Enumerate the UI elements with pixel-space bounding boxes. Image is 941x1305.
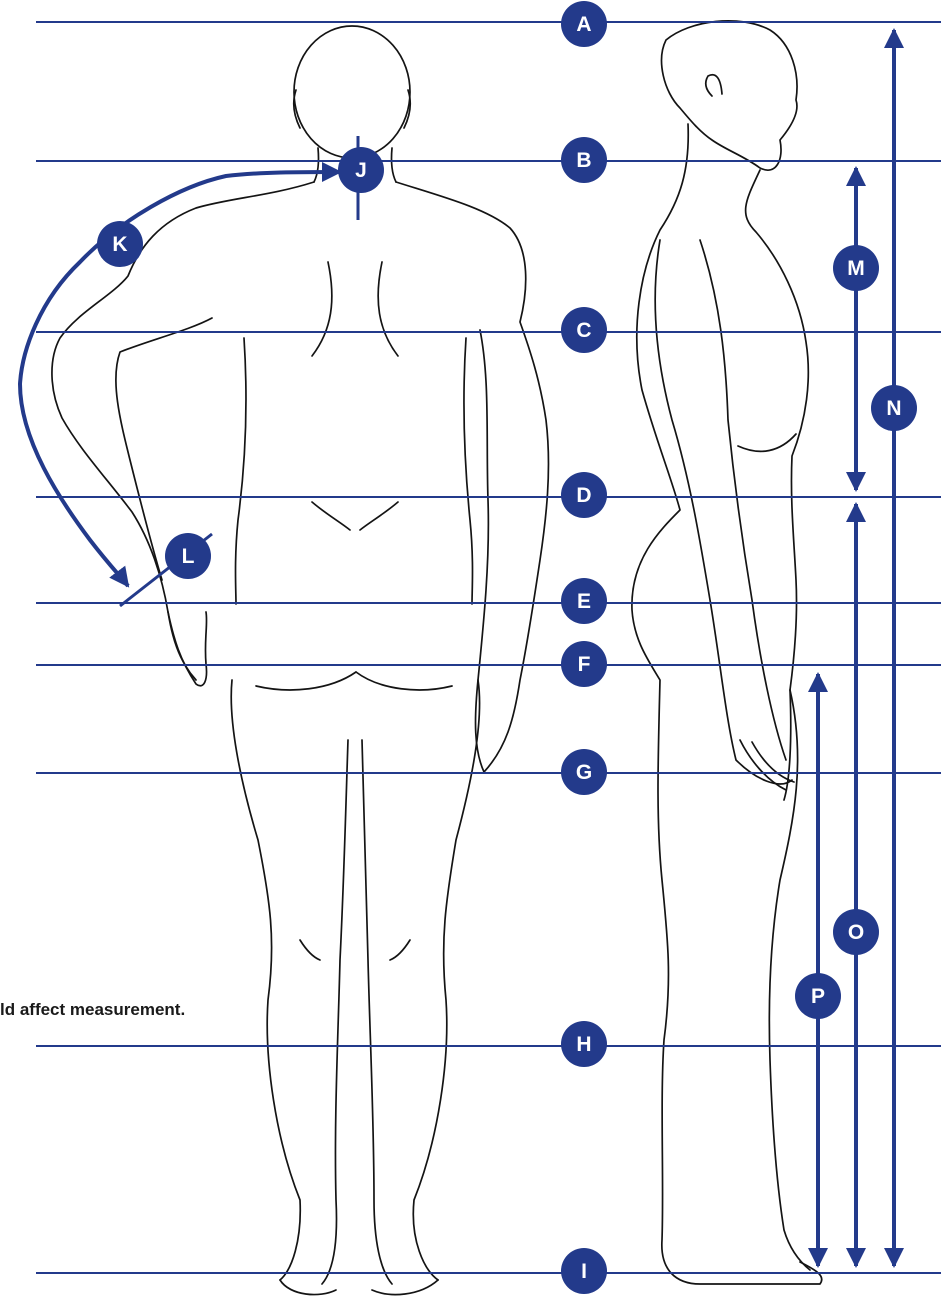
svg-text:C: C — [576, 319, 591, 342]
svg-text:A: A — [576, 13, 591, 36]
marker-g: G — [561, 749, 607, 795]
marker-c: C — [561, 307, 607, 353]
marker-o: O — [833, 909, 879, 955]
marker-m: M — [833, 245, 879, 291]
svg-text:B: B — [576, 149, 591, 172]
measurement-note: ld affect measurement. — [0, 1000, 185, 1020]
measurement-arrows — [20, 30, 894, 1266]
marker-d: D — [561, 472, 607, 518]
marker-f: F — [561, 641, 607, 687]
svg-text:H: H — [576, 1033, 591, 1056]
svg-text:E: E — [577, 590, 591, 613]
svg-text:G: G — [576, 761, 592, 784]
marker-k: K — [97, 221, 143, 267]
marker-h: H — [561, 1021, 607, 1067]
measurement-markers: J K L M N O P — [97, 147, 917, 1019]
marker-i: I — [561, 1248, 607, 1294]
arrow-k — [20, 172, 340, 586]
marker-j: J — [338, 147, 384, 193]
horizontal-lines — [36, 22, 941, 1273]
svg-text:N: N — [886, 397, 901, 420]
side-view-figure — [632, 21, 822, 1284]
marker-n: N — [871, 385, 917, 431]
svg-text:P: P — [811, 985, 825, 1008]
svg-text:D: D — [576, 484, 591, 507]
marker-a: A — [561, 1, 607, 47]
svg-text:J: J — [355, 159, 367, 182]
svg-text:M: M — [847, 257, 865, 280]
marker-l: L — [165, 533, 211, 579]
marker-p: P — [795, 973, 841, 1019]
back-view-figure — [52, 26, 549, 1295]
marker-e: E — [561, 578, 607, 624]
svg-text:K: K — [112, 233, 127, 256]
svg-text:L: L — [182, 545, 195, 568]
svg-text:O: O — [848, 921, 864, 944]
horizontal-markers: A B C D E F G H I — [561, 1, 607, 1294]
svg-text:I: I — [581, 1260, 587, 1283]
svg-text:F: F — [578, 653, 591, 676]
marker-b: B — [561, 137, 607, 183]
